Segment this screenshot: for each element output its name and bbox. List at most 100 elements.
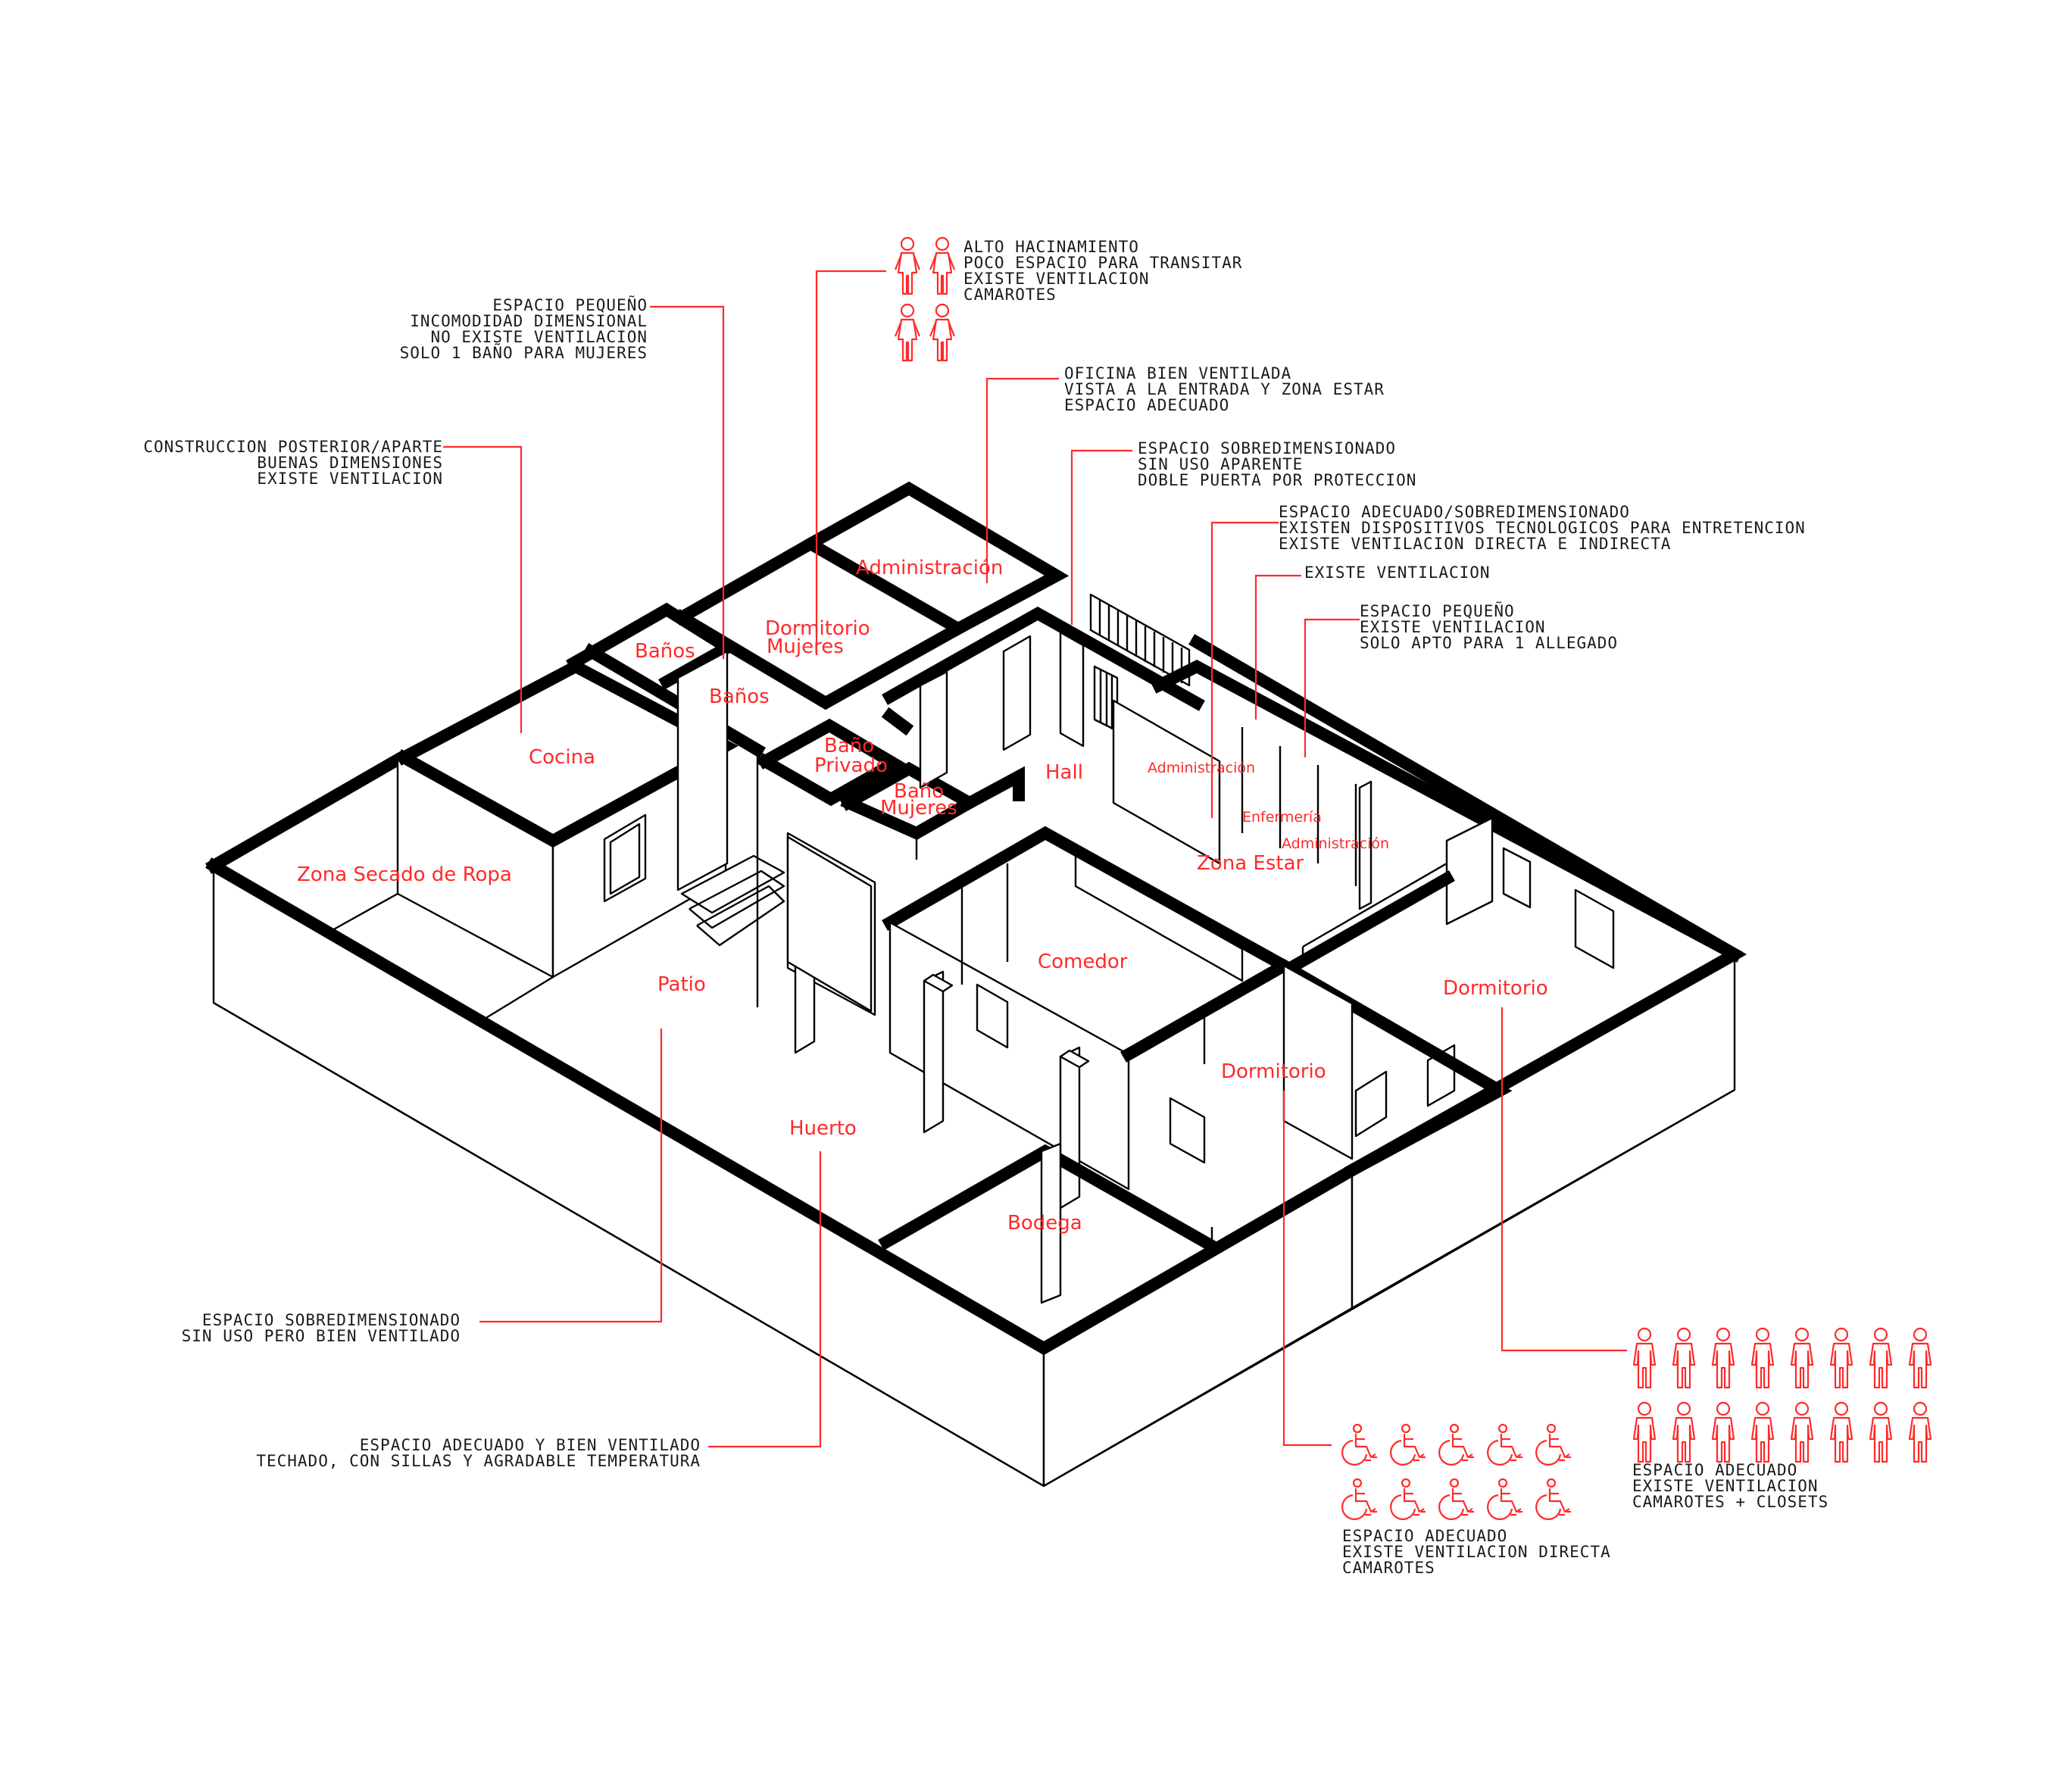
cocina-window	[603, 813, 647, 903]
column-2	[923, 970, 945, 1134]
patio-panel	[786, 835, 873, 1013]
man-icon	[1908, 1327, 1932, 1389]
room-cocina: Cocina	[529, 746, 595, 769]
banos-wall	[676, 650, 729, 891]
woman-icon	[894, 303, 921, 362]
room-bano-privado-line2: Privado	[814, 754, 888, 777]
dormitorio-window-1	[1502, 847, 1532, 909]
bodega-wall	[1040, 1142, 1062, 1304]
note-line: BUENAS DIMENSIONES	[257, 454, 443, 472]
note-line: VISTA A LA ENTRADA Y ZONA ESTAR	[1064, 380, 1385, 398]
column-3	[1059, 1046, 1081, 1210]
note-line: ESPACIO SOBREDIMENSIONADO	[202, 1311, 461, 1329]
note-line: DOBLE PUERTA POR PROTECCION	[1138, 471, 1416, 489]
man-icon	[1750, 1327, 1775, 1389]
room-patio: Patio	[657, 973, 706, 996]
man-icon	[1790, 1327, 1814, 1389]
note-line: ESPACIO ADECUADO Y BIEN VENTILADO	[360, 1436, 701, 1454]
note-line: CAMAROTES	[1342, 1559, 1435, 1577]
wheelchair-icon	[1390, 1478, 1427, 1520]
room-banos-2: Baños	[709, 685, 770, 708]
dormitorio-central-wall	[1282, 964, 1354, 1160]
note-line: ESPACIO PEQUEÑO	[492, 295, 648, 314]
room-zona-secado: Zona Secado de Ropa	[297, 863, 512, 886]
room-zona-estar: Zona Estar	[1197, 852, 1304, 875]
note-line: SIN USO APARENTE	[1138, 455, 1303, 473]
leader-lines	[443, 270, 1627, 1448]
man-icon	[1790, 1401, 1814, 1463]
hall-wall-3	[1059, 631, 1085, 748]
note-line: EXISTE VENTILACION	[1632, 1477, 1819, 1495]
note-line: POCO ESPACIO PARA TRANSITAR	[963, 254, 1242, 272]
wheelchair-icon	[1341, 1423, 1379, 1466]
note-line: EXISTE VENTILACION	[963, 270, 1150, 288]
leader-dormitorio-movilidad	[1282, 1091, 1332, 1447]
room-comedor: Comedor	[1038, 951, 1128, 973]
room-huerto: Huerto	[789, 1117, 857, 1140]
room-hall: Hall	[1045, 761, 1083, 784]
room-dormitorio-2: Dormitorio	[1221, 1060, 1326, 1083]
administracion-mid-wall	[1112, 699, 1221, 865]
room-administracion-mid: Administración	[1148, 760, 1255, 776]
hall-wall-2	[1002, 635, 1032, 751]
leader-oficina	[985, 377, 1059, 583]
room-banos-1: Baños	[635, 640, 695, 663]
note-line: ESPACIO SOBREDIMENSIONADO	[1138, 439, 1396, 457]
room-dormitorio-mujeres: Dormitorio Mujeres	[765, 617, 876, 658]
room-dormitorio-mujeres-line1: Dormitorio	[765, 617, 870, 640]
leader-construccion	[443, 445, 523, 733]
woman-icon	[894, 236, 921, 295]
note-line: SIN USO PERO BIEN VENTILADO	[182, 1327, 461, 1345]
pictograms-women	[894, 236, 956, 362]
note-line: EXISTE VENTILACION DIRECTA E INDIRECTA	[1279, 535, 1671, 553]
entrance-fence	[1089, 593, 1191, 687]
wall-top-left	[205, 857, 1360, 1356]
note-line: CONSTRUCCION POSTERIOR/APARTE	[143, 438, 443, 456]
leader-alto-hacinamiento	[815, 270, 886, 655]
room-enfermeria: Enfermería	[1242, 809, 1322, 826]
room-labels: Administración Dormitorio Mujeres Baños …	[297, 557, 1548, 1235]
note-line: EXISTE VENTILACION	[1360, 618, 1546, 636]
comedor-window-1	[976, 983, 1009, 1049]
pictograms-men	[1632, 1327, 1932, 1463]
note-line: EXISTE VENTILACION DIRECTA	[1342, 1543, 1611, 1561]
room-administracion-low: Administración	[1282, 835, 1389, 852]
man-icon	[1869, 1401, 1893, 1463]
wheelchair-icon	[1390, 1423, 1427, 1466]
building	[205, 481, 1747, 1488]
note-line: ESPACIO ADECUADO	[1632, 1461, 1797, 1479]
note-line: INCOMODIDAD DIMENSIONAL	[410, 312, 648, 330]
leader-comedor	[708, 1151, 822, 1448]
wheelchair-icon	[1535, 1478, 1572, 1520]
man-icon	[1672, 1401, 1696, 1463]
wheelchair-icon	[1341, 1478, 1379, 1520]
hall-wall-1	[919, 670, 948, 789]
man-icon	[1672, 1327, 1696, 1389]
man-icon	[1750, 1401, 1775, 1463]
note-line: SOLO 1 BAÑO PARA MUJERES	[400, 342, 648, 362]
note-line: SOLO APTO PARA 1 ALLEGADO	[1360, 634, 1618, 652]
note-line: EXISTEN DISPOSITIVOS TECNOLOGICOS PARA E…	[1279, 519, 1806, 537]
room-bano-mujeres-line1: Baño	[894, 780, 944, 803]
note-line: OFICINA BIEN VENTILADA	[1064, 364, 1291, 382]
note-line: ESPACIO ADECUADO/SOBREDIMENSIONADO	[1279, 503, 1630, 521]
leader-sobredimensionado-hall	[1070, 449, 1132, 625]
leader-dormitorio-hombres	[1501, 1007, 1627, 1352]
leader-allegado	[1304, 618, 1360, 757]
note-line: TECHADO, CON SILLAS Y AGRADABLE TEMPERAT…	[256, 1452, 701, 1470]
estar-panel	[1358, 780, 1373, 910]
room-bano-privado: Baño Privado	[814, 735, 888, 777]
comedor-window-2	[1169, 1097, 1206, 1164]
wheelchair-icon	[1438, 1478, 1476, 1520]
room-bano-mujeres-line2: Mujeres	[880, 797, 957, 820]
